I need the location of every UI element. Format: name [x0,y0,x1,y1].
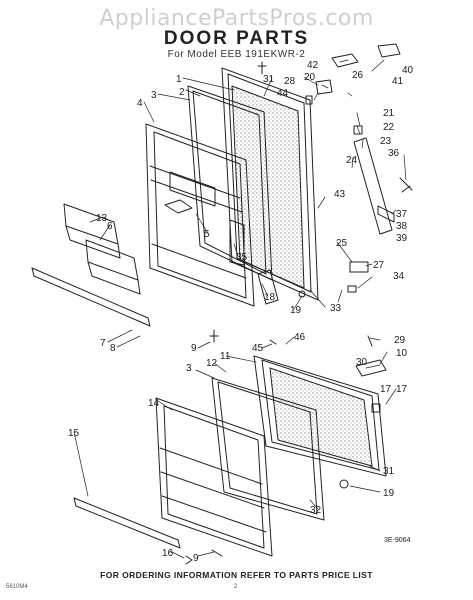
callout-20: 20 [304,72,316,83]
callout-40: 40 [402,65,414,76]
lower-insulation [269,367,373,467]
callout-17-lower: 17 [396,384,408,395]
callout-12: 12 [206,358,218,369]
callout-32: 32 [310,505,322,516]
callout-10: 10 [396,348,408,359]
corner-code: 5610M4 [6,584,28,590]
callout-37: 37 [396,209,408,220]
page-number: 2 [234,584,238,590]
callout-6: 6 [107,221,113,232]
callout-1: 1 [176,74,182,85]
callout-42: 42 [307,60,319,71]
lower-gasket [211,377,325,521]
lower-outer-door-panel [253,355,387,477]
callout-23: 23 [380,136,392,147]
callout-28: 28 [284,76,296,87]
callout-26: 26 [352,70,364,81]
callout-5: 5 [204,229,210,240]
callout-35: 35 [236,252,248,263]
callout-7: 7 [100,338,106,349]
callout-11: 11 [220,351,231,362]
callout-44: 44 [277,88,289,99]
lower-hinge-parts [185,359,387,565]
callout-3-lower: 3 [186,363,192,374]
callout-22: 22 [383,122,395,133]
callout-9: 9 [191,343,197,354]
callout-24: 24 [346,155,358,166]
callout-15: 15 [68,428,80,439]
callout-17: 17 [380,384,392,395]
callout-43: 43 [334,189,346,200]
callout-18: 18 [264,292,276,303]
callout-30: 30 [356,357,368,368]
callout-33: 33 [330,303,342,314]
callout-41: 41 [392,76,404,87]
callout-31-lower: 31 [383,466,395,477]
upper-door-bins [63,203,141,295]
upper-outer-door-panel [221,67,319,301]
callout-2: 2 [179,87,185,98]
callout-36: 36 [388,148,400,159]
callout-45: 45 [252,343,264,354]
callout-21: 21 [383,108,395,119]
upper-hinge-parts [305,43,413,293]
callout-25: 25 [336,238,348,249]
model-line: For Model EEB 191EKWR-2 [167,49,306,60]
callout-16: 16 [162,548,174,559]
callout-19: 19 [290,305,302,316]
callout-29: 29 [394,335,406,346]
lower-inner-liner [155,397,273,557]
upper-inner-liner [145,123,255,307]
callout-19-lower: 19 [383,488,395,499]
fastener-screws [209,61,373,347]
callout-46: 46 [294,332,306,343]
callout-4: 4 [137,98,143,109]
callout-31: 31 [263,74,275,85]
callout-labels: 1 2 3 4 5 6 7 8 9 10 11 12 13 14 15 16 1… [68,60,414,564]
callout-27: 27 [373,260,385,271]
callout-9-lower: 9 [193,553,199,564]
upper-door-toe-bar [257,269,279,305]
callout-3: 3 [151,90,157,101]
watermark: AppliancePartsPros.com [99,6,374,31]
figure-id: 3E-9064 [384,537,411,544]
page-title: DOOR PARTS [163,28,310,49]
callout-39: 39 [396,233,408,244]
callout-8: 8 [110,343,116,354]
lower-bin-rail [73,497,181,549]
ordering-note: FOR ORDERING INFORMATION REFER TO PARTS … [100,570,373,580]
callout-14: 14 [148,398,160,409]
callout-34: 34 [393,271,405,282]
callout-13: 13 [96,213,108,224]
upper-gasket [187,85,273,281]
upper-bin-rail [31,267,151,327]
leader-lines [73,59,407,559]
callout-38: 38 [396,221,408,232]
